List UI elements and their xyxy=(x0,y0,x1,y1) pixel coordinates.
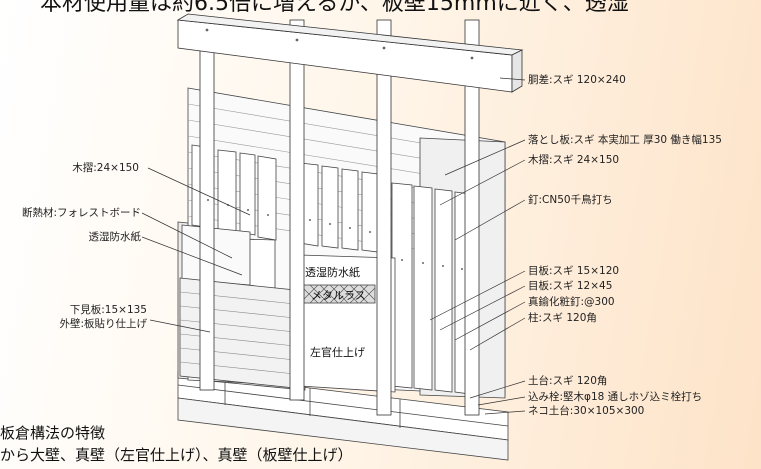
label-brass-nail: 真鍮化粧釘:@300 xyxy=(528,296,615,308)
label-moisture-paper-left: 透湿防水紙 xyxy=(88,231,142,243)
label-beam: 胴差:スギ 120×240 xyxy=(528,74,626,86)
label-exterior-wall: 外壁:板貼り仕上げ xyxy=(59,318,147,330)
label-post: 柱:スギ 120角 xyxy=(528,312,597,324)
panel-label-metal-lath: メタルラス xyxy=(311,289,366,302)
label-batten-right: 木摺:スギ 24×150 xyxy=(528,154,620,166)
label-under-board: 下見板:15×135 xyxy=(69,304,147,316)
label-joint-board-2: 目板:スギ 12×45 xyxy=(528,280,613,292)
exterior-siding xyxy=(179,277,296,389)
label-dowel: 込み栓:堅木φ18 通しホゾ込ミ栓打ち xyxy=(528,391,703,403)
label-nail: 釘:CN50千鳥打ち xyxy=(528,194,613,206)
label-neko-sill: ネコ土台:30×105×300 xyxy=(528,405,645,417)
label-insulation: 断熱材:フォレストボード xyxy=(21,207,141,219)
label-drop-board: 落とし板:スギ 本実加工 厚30 働き幅135 xyxy=(528,134,722,146)
panel-label-plaster-finish: 左官仕上げ xyxy=(310,346,365,359)
bottom-caption-line2: から大壁、真壁（左官仕上げ）、真壁（板壁仕上げ） xyxy=(0,446,353,464)
label-sill: 土台:スギ 120角 xyxy=(528,375,608,387)
label-joint-board-1: 目板:スギ 15×120 xyxy=(528,265,620,277)
posts xyxy=(199,19,480,416)
bottom-caption-line1: 板倉構法の特徴 xyxy=(0,424,106,442)
top-caption: 本材使用量は約6.5倍に増えるが、板壁15mmに近く、透湿 xyxy=(40,0,629,16)
label-batten-left: 木摺:24×150 xyxy=(72,162,139,174)
panel-label-moisture-paper: 透湿防水紙 xyxy=(305,266,360,279)
